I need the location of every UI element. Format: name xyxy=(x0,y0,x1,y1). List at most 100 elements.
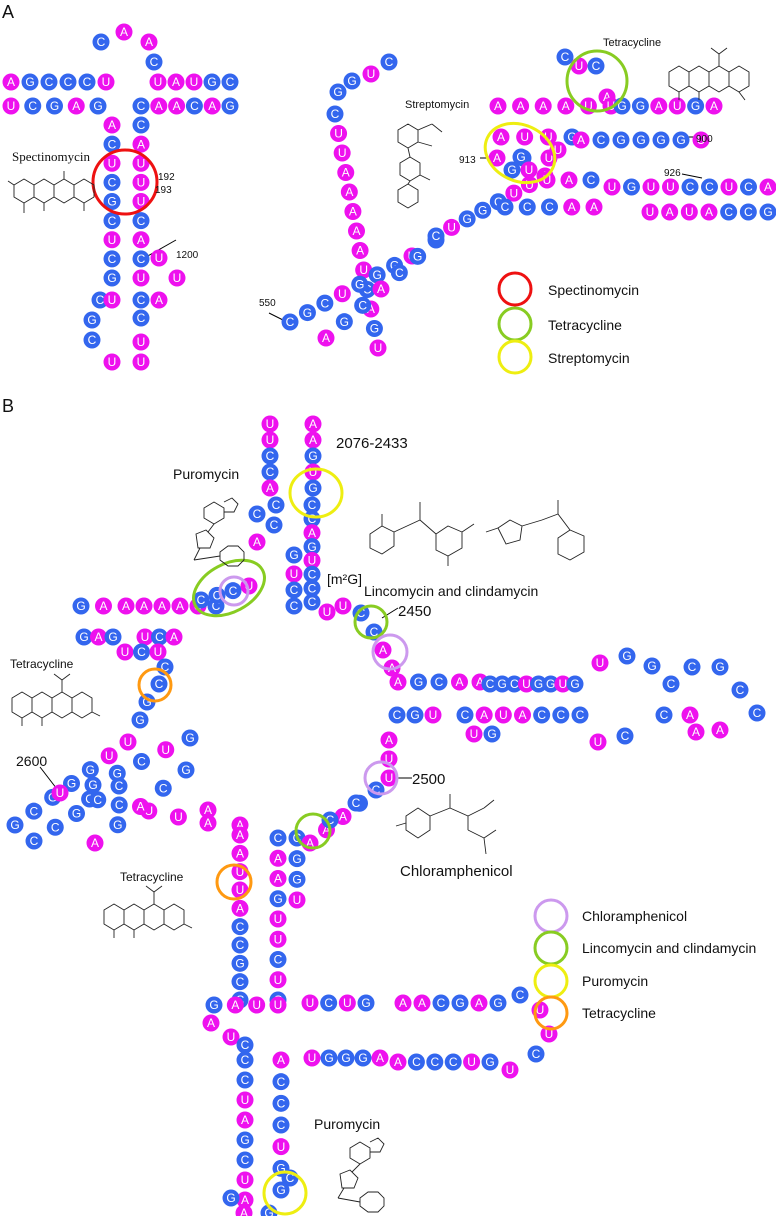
nucleotide-letter: A xyxy=(322,331,330,345)
nucleotide: U xyxy=(589,733,607,751)
nucleotide: A xyxy=(475,706,493,724)
nucleotide-letter: G xyxy=(497,677,506,691)
nucleotide-letter: U xyxy=(559,677,568,691)
nucleotide: G xyxy=(104,628,122,646)
nucleotide-letter: A xyxy=(394,675,402,689)
nucleotide-letter: G xyxy=(308,449,317,463)
nucleotide: C xyxy=(103,250,121,268)
nucleotide-letter: C xyxy=(93,793,102,807)
nucleotide-letter: A xyxy=(155,293,163,307)
nucleotide: A xyxy=(304,431,322,449)
nucleotide-letter: A xyxy=(379,643,387,657)
nucleotide-letter: A xyxy=(108,118,116,132)
panel-a-letter: A xyxy=(2,2,14,22)
nt-900-label: 900 xyxy=(696,134,713,145)
nucleotide-letter: A xyxy=(137,233,145,247)
nucleotide: C xyxy=(616,727,634,745)
nucleotide-letter: C xyxy=(449,1055,458,1069)
nucleotide: A xyxy=(269,849,287,867)
nucleotide: G xyxy=(357,994,375,1012)
nucleotide: C xyxy=(231,936,249,954)
nucleotide: C xyxy=(285,581,303,599)
nucleotide-letter: A xyxy=(562,99,570,113)
nucleotide-letter: A xyxy=(352,224,360,238)
nucleotide-letter: C xyxy=(432,229,441,243)
nucleotide-letter: C xyxy=(363,283,372,297)
nucleotide-letter: C xyxy=(372,783,381,797)
panel-b-legend: Chloramphenicol Lincomycin and clindamyc… xyxy=(533,898,756,1031)
nucleotide: A xyxy=(269,870,287,887)
nucleotide: G xyxy=(759,203,776,221)
nucleotide-letter: G xyxy=(10,818,19,832)
nucleotide: C xyxy=(571,706,589,724)
nucleotide: C xyxy=(269,829,287,847)
nucleotide-letter: A xyxy=(385,733,393,747)
nucleotide: U xyxy=(303,1049,321,1067)
nucleotide-letter: A xyxy=(308,526,316,540)
nucleotide-letter: C xyxy=(430,1055,439,1069)
nucleotide-letter: A xyxy=(72,99,80,113)
nucleotide-letter: C xyxy=(510,677,519,691)
nucleotide-letter: G xyxy=(207,75,216,89)
nucleotide-letter: A xyxy=(120,25,128,39)
nt-193-label: 193 xyxy=(155,185,172,196)
nucleotide: A xyxy=(759,178,776,196)
nucleotide: C xyxy=(655,706,673,724)
nucleotide: U xyxy=(304,463,322,481)
nt-192-label: 192 xyxy=(158,172,175,183)
nucleotide: C xyxy=(132,212,150,230)
nucleotide: A xyxy=(236,1111,254,1129)
nucleotide-letter: C xyxy=(587,173,596,187)
nucleotide: G xyxy=(46,97,63,115)
nucleotide-letter: C xyxy=(667,677,676,691)
nucleotide: G xyxy=(108,764,126,782)
nucleotide-letter: U xyxy=(575,59,584,73)
nucleotide-letter: C xyxy=(290,599,299,613)
nucleotide: C xyxy=(78,73,96,91)
nucleotide-letter: U xyxy=(685,205,694,219)
lincomycin-site-circle-3 xyxy=(294,812,332,850)
nucleotide-letter: U xyxy=(56,786,65,800)
nucleotide-letter: C xyxy=(516,988,525,1002)
nucleotide: C xyxy=(269,951,287,968)
nucleotide-letter: G xyxy=(107,271,116,285)
nucleotide: C xyxy=(132,116,150,134)
nucleotide-letter: U xyxy=(266,417,275,431)
nucleotide-letter: C xyxy=(597,133,606,147)
nucleotide: C xyxy=(231,973,249,991)
nucleotide-letter: G xyxy=(142,695,151,709)
nucleotide: G xyxy=(6,816,24,834)
nucleotide-letter: A xyxy=(122,599,130,613)
nucleotide: G xyxy=(63,775,80,792)
nucleotide-letter: A xyxy=(236,847,244,861)
tetracycline-label-b-left: Tetracycline xyxy=(10,657,74,671)
nucleotide: G xyxy=(618,647,636,665)
nucleotide: U xyxy=(680,203,698,221)
nucleotide: A xyxy=(334,808,352,825)
nucleotide: U xyxy=(641,203,659,221)
nucleotide-letter: C xyxy=(108,214,117,228)
nucleotide-letter: C xyxy=(486,677,495,691)
nucleotide: A xyxy=(202,1014,220,1032)
nucleotide-letter: G xyxy=(636,133,645,147)
nucleotide-letter: U xyxy=(308,1051,317,1065)
nucleotide: C xyxy=(231,918,249,936)
nucleotide: U xyxy=(269,996,287,1014)
puromycin-label-top: Puromycin xyxy=(173,466,239,482)
nucleotide: G xyxy=(205,996,223,1014)
nucleotide-letter: C xyxy=(137,311,146,325)
nucleotide-letter: G xyxy=(763,205,772,219)
nucleotide-letter: G xyxy=(516,150,525,164)
nucleotide-letter: U xyxy=(190,75,199,89)
nucleotide-letter: U xyxy=(236,883,245,897)
nucleotide-letter: U xyxy=(666,180,675,194)
nucleotide: C xyxy=(587,57,605,75)
nucleotide: A xyxy=(488,149,506,167)
nucleotide: C xyxy=(132,291,150,309)
nucleotide: C xyxy=(192,591,210,609)
nucleotide: A xyxy=(132,135,150,153)
nucleotide: G xyxy=(351,275,369,293)
nucleotide-letter: U xyxy=(385,752,394,766)
nucleotide: G xyxy=(530,675,548,693)
